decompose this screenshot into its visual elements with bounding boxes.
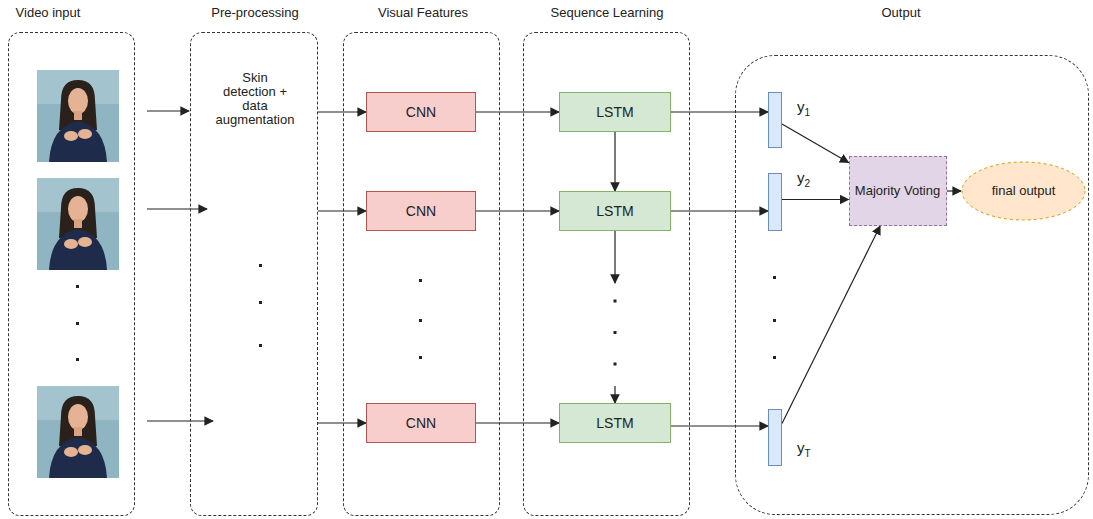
output-vector: y2 [768,173,782,231]
arrow-connector [614,231,615,283]
arrow-connector [671,111,768,112]
stage-group: Pre-processingSkin detection + data augm… [190,32,318,516]
box-label: final output [992,184,1056,199]
stage-heading: Video input [16,6,81,21]
box-label: LSTM [596,415,633,431]
arrow-connector [614,386,615,403]
output-vector: yT [768,409,782,466]
arrow-connector [476,210,559,211]
arrow-connector [782,124,849,163]
step-text: Skin detection + data augmentation [216,71,295,127]
stage-group: Visual FeaturesCNNCNNCNN [343,32,500,516]
output-ellipse: final output [961,161,1086,221]
cnn-box: CNN [366,191,476,231]
arrow-connector [476,111,559,112]
stage-heading: Pre-processing [211,6,298,21]
output-vector: y1 [768,92,782,148]
box-label: CNN [406,203,436,219]
ellipsis-dot [614,331,617,334]
box-label: CNN [406,415,436,431]
box-label: LSTM [596,104,633,120]
vector-label: y2 [797,170,810,189]
stage-group: Sequence LearningLSTMLSTMLSTM [523,32,690,516]
cnn-box: CNN [366,92,476,132]
video-frame [37,70,119,162]
arrow-connector [782,199,849,200]
ellipsis-dot [614,300,617,303]
video-frame [37,386,119,478]
arrow-connector [318,111,366,112]
arrow-connector [671,210,768,211]
frame-arrows [147,111,213,421]
stage-heading: Visual Features [378,6,468,21]
arrow-connector [671,425,768,426]
arrow-connector [476,422,559,423]
stage-heading: Output [881,6,920,21]
arrow-connector [947,190,962,191]
arrow-connector [614,132,615,191]
lstm-box: LSTM [559,403,671,443]
lstm-box: LSTM [559,191,671,231]
arrow-connector [318,210,366,211]
ellipsis-dot [614,363,617,366]
vector-label: yT [797,440,811,459]
cnn-box: CNN [366,403,476,443]
box-label: Majority Voting [855,184,940,199]
box-label: CNN [406,104,436,120]
video-frame [37,178,119,270]
stage-heading: Sequence Learning [551,6,664,21]
stage-group: Video input [8,32,135,516]
stage-group: Outputy1y2yTMajority Votingfinal output [735,55,1089,515]
arrow-connector [318,422,366,423]
arrow-connector [782,226,880,423]
lstm-box: LSTM [559,92,671,132]
box-label: LSTM [596,203,633,219]
voting-box: Majority Voting [849,156,947,226]
ellipsis-dots [76,264,776,361]
vector-label: y1 [797,99,810,118]
